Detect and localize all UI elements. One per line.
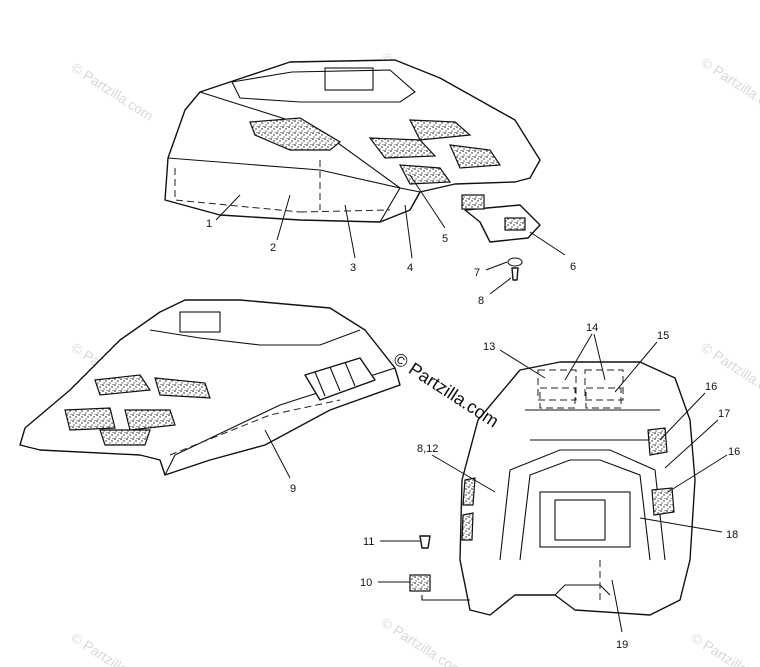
callout-1: 1: [206, 218, 212, 230]
leader-17: [664, 419, 719, 469]
callout-18: 18: [726, 529, 738, 541]
callout-16b: 16: [728, 446, 740, 458]
hood-side-vent-window: [179, 311, 221, 333]
hood-top-side-edge: [167, 157, 401, 189]
underside-grille-left-2: [461, 512, 474, 541]
bracket-grille: [461, 194, 485, 210]
callout-5: 5: [442, 233, 448, 245]
leader-16a: [659, 392, 706, 441]
callout-9: 9: [290, 483, 296, 495]
decal-outline-2: [299, 209, 391, 213]
leader-1: [215, 194, 241, 221]
callout-17: 17: [718, 408, 730, 420]
hood-top-ridge-2: [379, 187, 421, 223]
decal-14: [584, 369, 624, 401]
underside-center-window: [554, 499, 606, 541]
callout-4: 4: [407, 262, 413, 274]
decal-13: [537, 369, 577, 401]
leader-6: [529, 231, 566, 256]
callout-10: 10: [360, 577, 372, 589]
bracket-grille-2: [504, 217, 526, 231]
leader-13: [499, 349, 546, 379]
callout-15: 15: [657, 330, 669, 342]
callout-7: 7: [474, 267, 480, 279]
hood-top-grille-right-1: [409, 119, 472, 141]
hood-side-grille-4: [124, 409, 176, 431]
hood-assembly-top: [164, 59, 541, 223]
hood-side-grille-2: [154, 377, 211, 399]
washer-part-7: [507, 257, 523, 267]
hood-side-grille-1: [94, 374, 152, 396]
callout-3: 3: [350, 262, 356, 274]
leader-8: [489, 277, 512, 295]
leader-14a: [564, 333, 593, 381]
leader-4: [404, 204, 413, 259]
hood-side-crown: [149, 329, 361, 346]
underside-grille-left-1: [462, 477, 476, 506]
callout-19: 19: [616, 639, 628, 651]
callouts: 1 2 3 4 5 6 7 8 9 10 11 8,12 13 14 15 16: [206, 174, 740, 651]
watermark-tile: © Partzilla.com: [688, 629, 760, 667]
pad-leader-bracket: [421, 595, 470, 601]
hood-top-crown: [231, 69, 416, 103]
hood-underside-shell: [459, 361, 696, 616]
louver-slat-2: [329, 366, 341, 392]
callout-13: 13: [483, 341, 495, 353]
callout-8: 8: [478, 295, 484, 307]
watermark-tile: © Partzilla.com: [68, 59, 156, 124]
watermark-tile: © Partzilla.com: [68, 629, 156, 667]
watermark-tile: © Partzilla.com: [698, 339, 760, 404]
louver-slat-1: [314, 371, 326, 397]
watermark-main: © Partzilla.com: [390, 349, 503, 432]
decal-15a: [539, 387, 576, 409]
underside-center-panel: [539, 491, 631, 548]
callout-16a: 16: [705, 381, 717, 393]
leader-7: [485, 261, 508, 271]
decal-outline-1: [174, 168, 301, 213]
pad-part-10: [409, 574, 431, 592]
underside-inner-arch-2: [519, 459, 651, 561]
leader-9: [264, 429, 291, 479]
bracket-assembly: [461, 194, 541, 281]
leader-14b: [593, 333, 606, 381]
watermark-tile: © Partzilla.com: [698, 54, 760, 119]
leader-18: [639, 517, 723, 533]
leader-3: [344, 204, 356, 259]
underside-grille-right-1: [647, 427, 668, 456]
underside-inner-arch: [499, 449, 666, 561]
hood-assembly-side: [19, 299, 401, 476]
leader-19: [611, 579, 623, 633]
hood-assembly-underside: [409, 361, 696, 616]
leader-8-12: [431, 454, 496, 493]
callout-14: 14: [586, 322, 598, 334]
hood-top-grille-left: [249, 117, 342, 151]
leader-15: [614, 341, 658, 393]
screw-part-11: [419, 535, 431, 549]
leader-5: [409, 174, 446, 229]
decal-15b: [585, 387, 622, 409]
callout-8-12: 8,12: [417, 443, 438, 455]
hood-top-grille-right-2: [368, 137, 437, 159]
hood-side-decal: [169, 399, 341, 456]
hood-top-vent-window: [324, 67, 374, 91]
hood-side-grille-3: [64, 407, 116, 431]
underside-grille-right-2: [651, 487, 675, 516]
callout-6: 6: [570, 261, 576, 273]
hood-side-grille-5: [99, 429, 151, 446]
callout-11: 11: [363, 536, 374, 548]
screw-part-8: [511, 267, 519, 281]
louver-slat-3: [344, 361, 356, 387]
leader-2: [276, 194, 291, 241]
callout-2: 2: [270, 242, 276, 254]
leader-16b: [667, 454, 728, 493]
watermark-tile: © Partzilla.com: [378, 614, 466, 667]
underside-center-notch: [554, 584, 611, 596]
bracket-part-6: [464, 204, 541, 243]
hood-top-grille-right-3: [449, 144, 502, 169]
